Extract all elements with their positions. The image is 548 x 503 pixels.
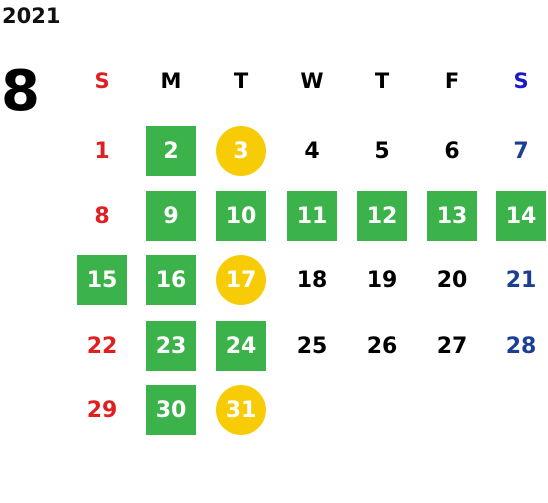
- day-cell-26: 26: [366, 333, 398, 359]
- day-cell-3: 3: [216, 126, 266, 176]
- month-number: 8: [1, 59, 40, 124]
- weekday-header-mon: M: [160, 69, 182, 93]
- day-cell-31: 31: [216, 385, 266, 435]
- day-cell-13: 13: [427, 191, 477, 241]
- day-cell-14: 14: [496, 191, 546, 241]
- day-cell-12: 12: [357, 191, 407, 241]
- day-cell-22: 22: [86, 333, 118, 359]
- day-cell-9: 9: [146, 191, 196, 241]
- day-cell-2: 2: [146, 126, 196, 176]
- day-cell-17: 17: [216, 255, 266, 305]
- day-cell-18: 18: [296, 267, 328, 293]
- day-cell-24: 24: [216, 321, 266, 371]
- day-cell-10: 10: [216, 191, 266, 241]
- day-cell-20: 20: [436, 267, 468, 293]
- day-cell-16: 16: [146, 255, 196, 305]
- day-cell-4: 4: [304, 138, 320, 164]
- day-cell-6: 6: [444, 138, 460, 164]
- year-label: 2021: [2, 4, 61, 28]
- day-cell-15: 15: [77, 255, 127, 305]
- day-cell-27: 27: [436, 333, 468, 359]
- day-cell-25: 25: [296, 333, 328, 359]
- day-cell-8: 8: [94, 203, 110, 229]
- weekday-header-sat: S: [513, 69, 529, 93]
- weekday-header-thu: T: [374, 69, 390, 93]
- day-cell-28: 28: [505, 333, 537, 359]
- weekday-header-sun: S: [94, 69, 110, 93]
- day-cell-5: 5: [374, 138, 390, 164]
- day-cell-7: 7: [513, 138, 529, 164]
- weekday-header-fri: F: [444, 69, 460, 93]
- day-cell-1: 1: [94, 138, 110, 164]
- day-cell-23: 23: [146, 321, 196, 371]
- day-cell-30: 30: [146, 385, 196, 435]
- day-cell-29: 29: [86, 397, 118, 423]
- day-cell-11: 11: [287, 191, 337, 241]
- weekday-header-wed: W: [300, 69, 324, 93]
- weekday-header-tue: T: [233, 69, 249, 93]
- day-cell-19: 19: [366, 267, 398, 293]
- day-cell-21: 21: [505, 267, 537, 293]
